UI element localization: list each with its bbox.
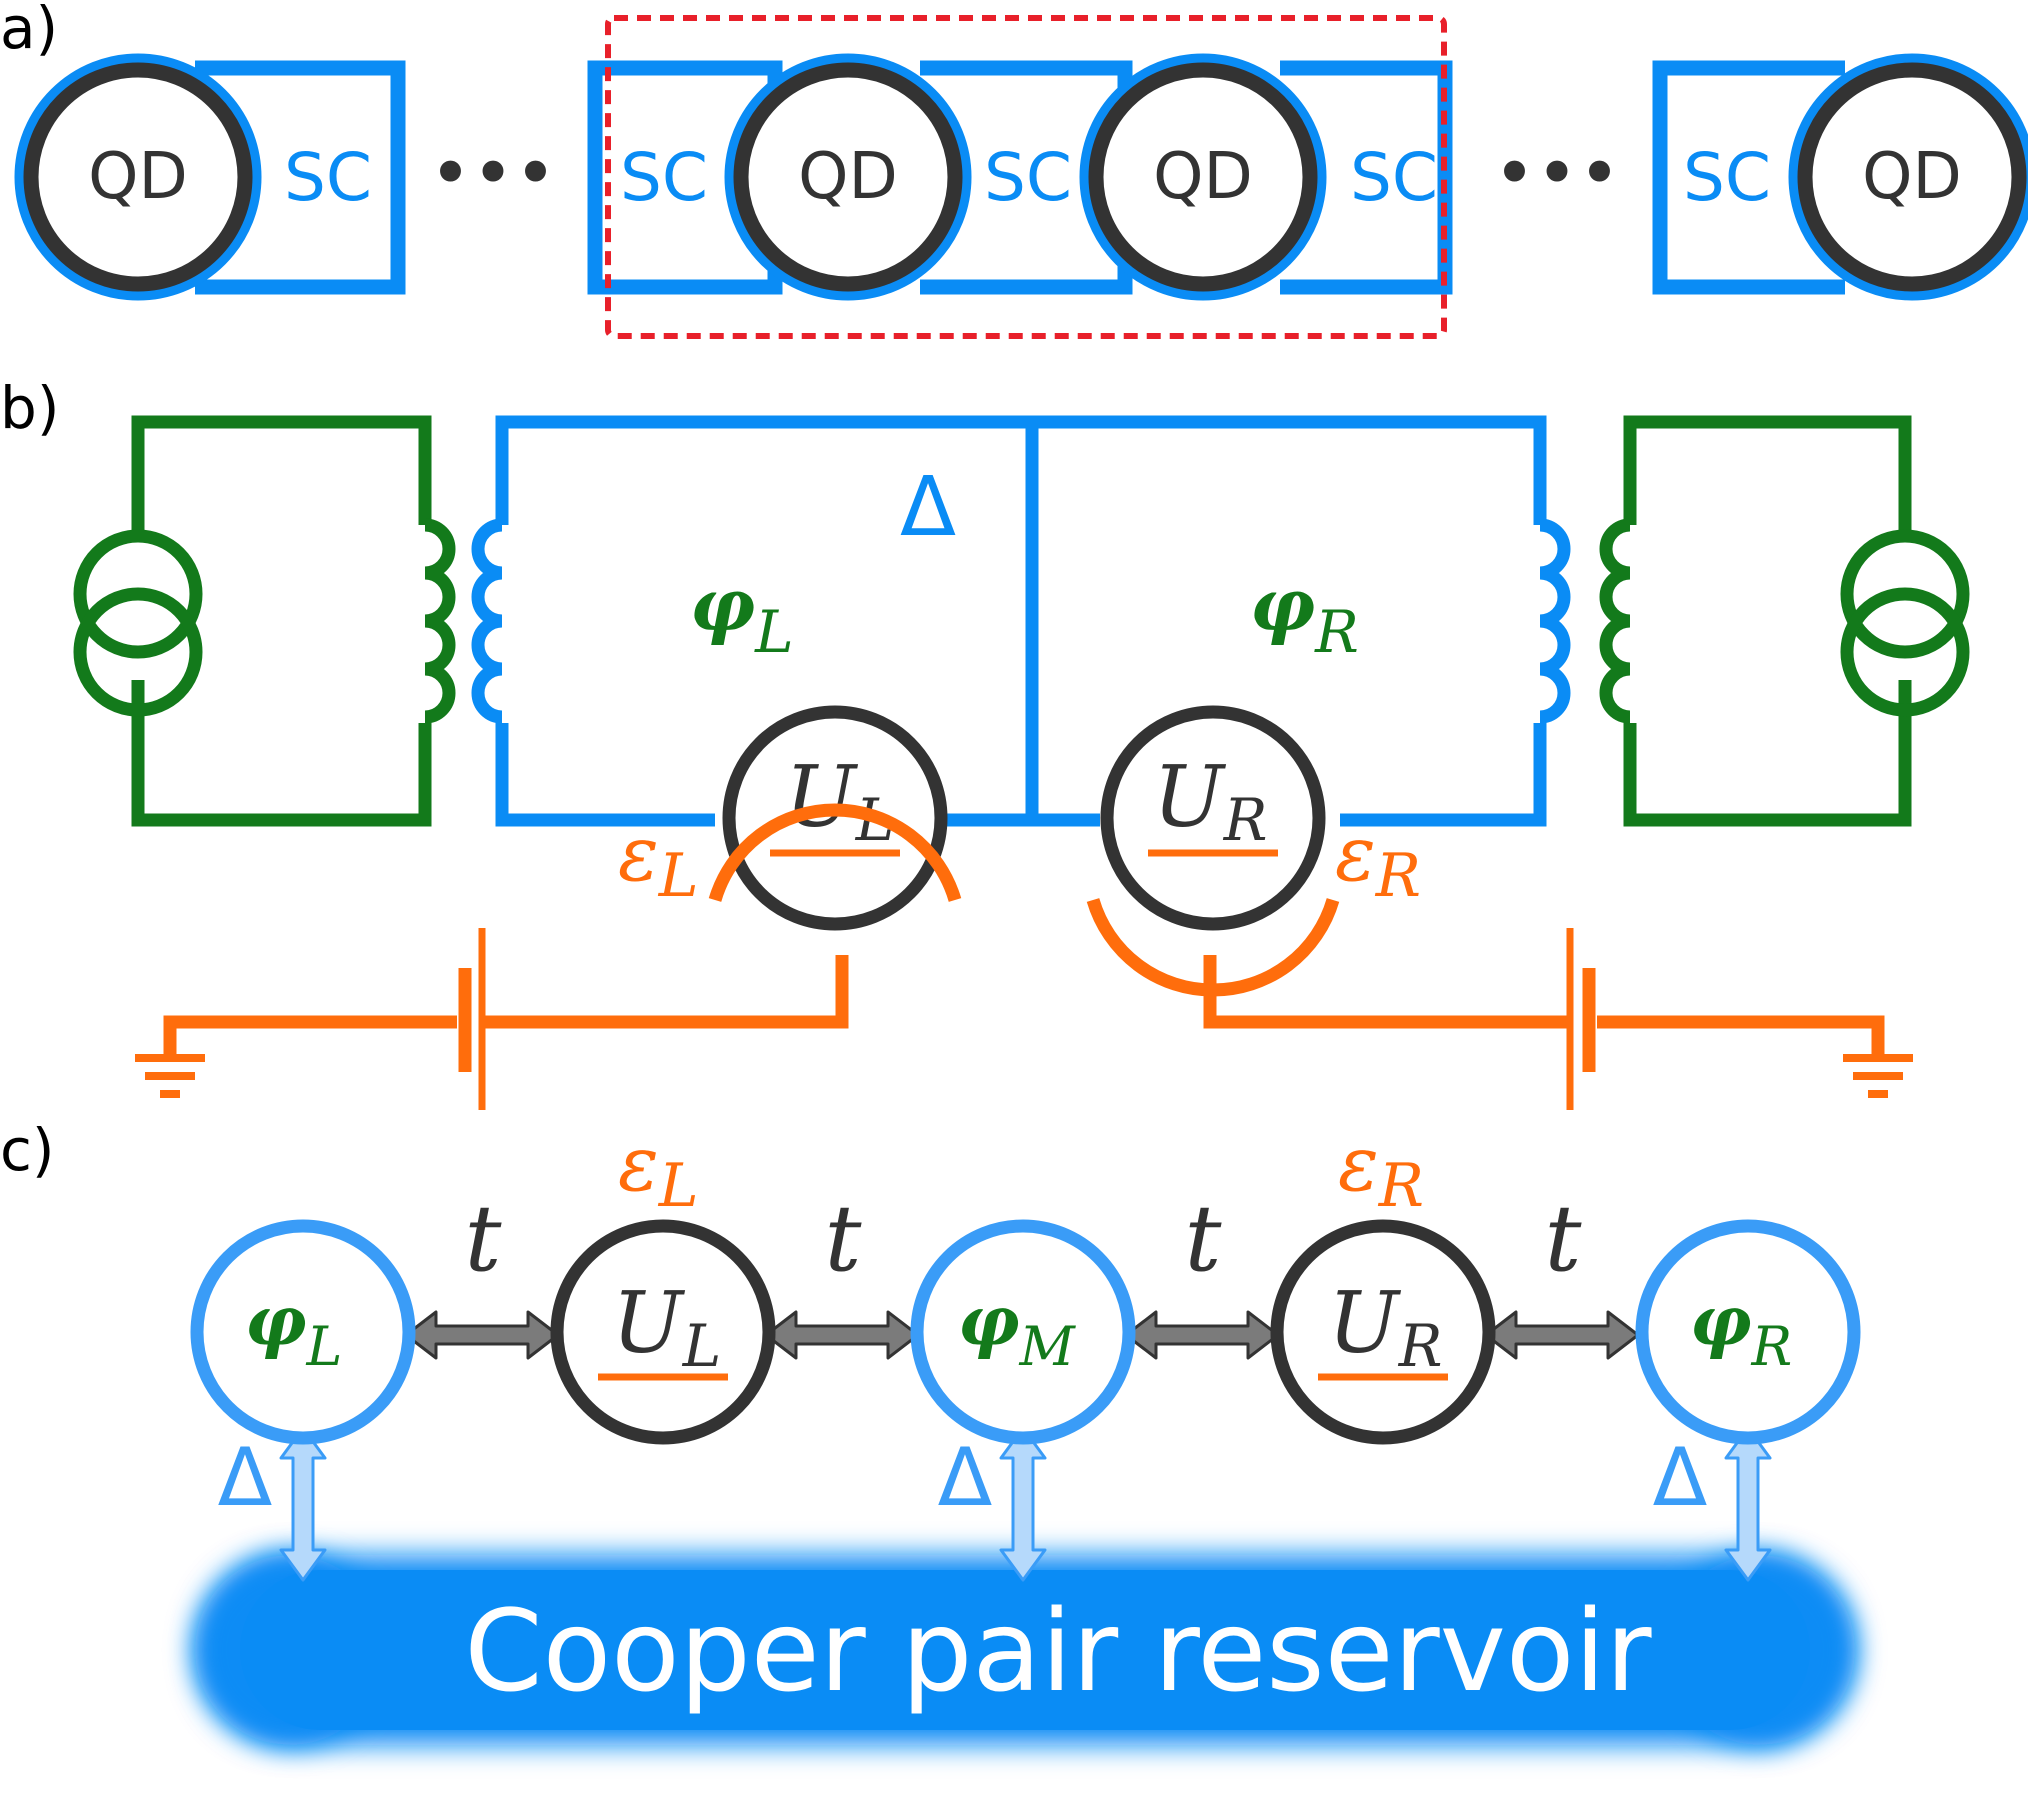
left-gate-circuit — [135, 803, 962, 1110]
qd-ul-b — [722, 705, 948, 931]
qd-halo-1 — [14, 53, 262, 301]
site-phi-r — [1635, 1219, 1861, 1445]
hop-arrow-2 — [764, 1310, 920, 1360]
right-green-circuit — [1599, 415, 1970, 827]
reservoir-arrows — [279, 1426, 1772, 1582]
panel-a-label: a) — [0, 0, 58, 62]
site-phi-l — [190, 1219, 416, 1445]
ellipsis-left: ••• — [429, 131, 556, 215]
sc-label-4: SC — [1350, 139, 1438, 216]
eps-l-b-label: εL — [618, 809, 699, 911]
coupling-arrow-m — [999, 1426, 1047, 1582]
phi-l-c-label: φL — [245, 1282, 342, 1378]
t-label-1: t — [465, 1185, 503, 1292]
hop-arrow-3 — [1124, 1310, 1280, 1360]
site-u-r — [1270, 1219, 1496, 1445]
sc-box-5 — [1652, 60, 1845, 295]
phi-m-c-label: φM — [958, 1282, 1077, 1378]
blue-sc-loops — [471, 415, 1571, 827]
qd-ur-b — [1100, 705, 1326, 931]
sc-box-1 — [195, 60, 406, 295]
u-r-c-label: UR — [1328, 1274, 1442, 1380]
phi-r-b-label: φR — [1250, 562, 1359, 666]
qd-circle-2 — [733, 62, 963, 292]
panel-b-label: b) — [0, 374, 59, 442]
hop-arrow-4 — [1484, 1310, 1640, 1360]
qd-circle-4 — [1797, 62, 2027, 292]
panel-c-label: c) — [0, 1116, 55, 1184]
qd-label-1: QD — [88, 140, 188, 214]
t-label-2: t — [825, 1185, 863, 1292]
t-label-4: t — [1545, 1185, 1583, 1292]
hop-arrow-1 — [404, 1310, 560, 1360]
phi-r-c-label: φR — [1690, 1282, 1792, 1378]
panel-a-chain — [14, 53, 2028, 301]
delta-c-label-3: Δ — [1653, 1431, 1708, 1524]
sc-label-2: SC — [620, 139, 708, 216]
reservoir-label: Cooper pair reservoir — [464, 1587, 1652, 1717]
qd-halo-3 — [1079, 53, 1327, 301]
eps-r-b-label: εR — [1335, 809, 1421, 911]
sc-box-2 — [587, 60, 783, 295]
cooper-pair-reservoir — [195, 1555, 1855, 1745]
coupling-arrow-l — [279, 1426, 327, 1582]
qd-label-4: QD — [1862, 140, 1962, 214]
sc-label-3: SC — [984, 139, 1072, 216]
qd-label-3: QD — [1153, 140, 1253, 214]
t-label-3: t — [1185, 1185, 1223, 1292]
sc-label-1: SC — [284, 139, 372, 216]
qd-label-2: QD — [798, 140, 898, 214]
sc-label-5: SC — [1683, 139, 1771, 216]
delta-c-label-1: Δ — [218, 1431, 273, 1524]
qd-circle-1 — [23, 62, 253, 292]
right-gate-circuit — [1086, 898, 1913, 1110]
left-green-circuit — [73, 415, 456, 827]
u-r-b-label: UR — [1153, 748, 1267, 854]
phi-l-b-label: φL — [690, 562, 794, 666]
eps-l-c-label: εL — [618, 1119, 699, 1221]
qd-halo-4 — [1788, 53, 2028, 301]
delta-c-label-2: Δ — [938, 1431, 993, 1524]
eps-r-c-label: εR — [1338, 1119, 1424, 1221]
qd-halo-2 — [724, 53, 972, 301]
qd-circle-3 — [1088, 62, 1318, 292]
sc-box-4 — [1280, 60, 1453, 295]
u-l-c-label: UL — [612, 1274, 721, 1380]
delta-b-label: Δ — [900, 460, 956, 555]
ellipsis-right: ••• — [1493, 131, 1620, 215]
site-u-l — [550, 1219, 776, 1445]
site-phi-m — [910, 1219, 1136, 1445]
coupling-arrow-r — [1724, 1426, 1772, 1582]
